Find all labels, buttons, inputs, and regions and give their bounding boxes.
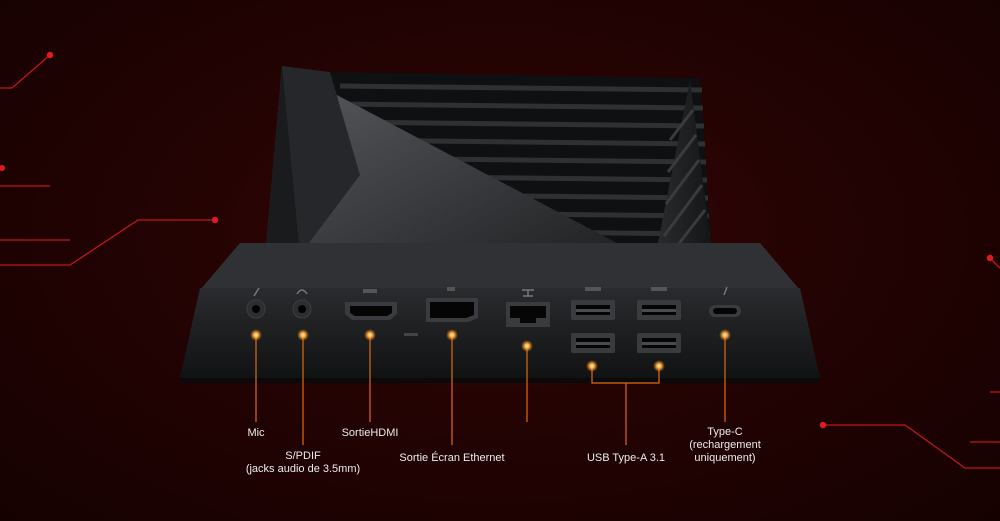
glow-dot (364, 329, 376, 341)
leader-usb (591, 366, 660, 445)
ethernet-port (506, 289, 550, 327)
trace-dot (211, 216, 219, 224)
ports (246, 286, 741, 353)
usb-icon (585, 287, 601, 291)
spdif-port (292, 289, 312, 319)
label-usb: USB Type-A 3.1 (586, 452, 666, 464)
microphone-icon (253, 287, 260, 297)
label-mic: Mic (247, 427, 265, 439)
trace-dot (0, 165, 5, 171)
usb-port-group-right (637, 287, 681, 353)
headphones-icon (296, 289, 308, 295)
glow-dot (250, 329, 262, 341)
label-typec: Type-C (rechargement uniquement) (675, 426, 775, 465)
label-typec-line2: (rechargement (689, 439, 761, 451)
glow-dot (446, 329, 458, 341)
usb-port-group-left (571, 287, 615, 353)
callout-lines (255, 336, 726, 445)
circuit-traces (0, 54, 1000, 469)
usb-icon (651, 287, 667, 291)
trace-dot (46, 51, 54, 59)
mic-port (246, 287, 266, 319)
trace-left-4 (0, 219, 215, 266)
trace-left-1 (0, 54, 51, 89)
usb-c-port (709, 286, 741, 317)
trace-dot (819, 421, 827, 429)
usb-c-icon (723, 286, 728, 296)
circuit-dots (0, 51, 994, 429)
label-spdif-line2: (jacks audio de 3.5mm) (245, 463, 361, 475)
label-display-ethernet: Sortie Écran Ethernet (399, 452, 505, 464)
trace-dot (986, 254, 994, 262)
glow-dot (653, 360, 665, 372)
trace-right-4 (823, 424, 1000, 469)
glow-dot (521, 340, 533, 352)
label-spdif-line1: S/PDIF (285, 450, 321, 462)
dock-top (265, 66, 712, 258)
glow-dot (719, 329, 731, 341)
dock-right-facet (655, 80, 712, 258)
label-spdif: S/PDIF (jacks audio de 3.5mm) (233, 450, 373, 476)
label-typec-line3: uniquement) (694, 452, 756, 464)
hdmi-icon (363, 289, 377, 293)
glow-dot (297, 329, 309, 341)
ethernet-icon (522, 289, 534, 297)
dock-triangle-face (265, 66, 645, 258)
hdmi-port (345, 289, 397, 320)
displayport-icon (447, 287, 455, 291)
label-typec-line1: Type-C (707, 426, 743, 438)
displayport-port (404, 287, 478, 336)
dock-base-top (200, 243, 800, 290)
glow-dot (586, 360, 598, 372)
label-hdmi: SortieHDMI (341, 427, 399, 439)
callout-glows (250, 329, 731, 372)
